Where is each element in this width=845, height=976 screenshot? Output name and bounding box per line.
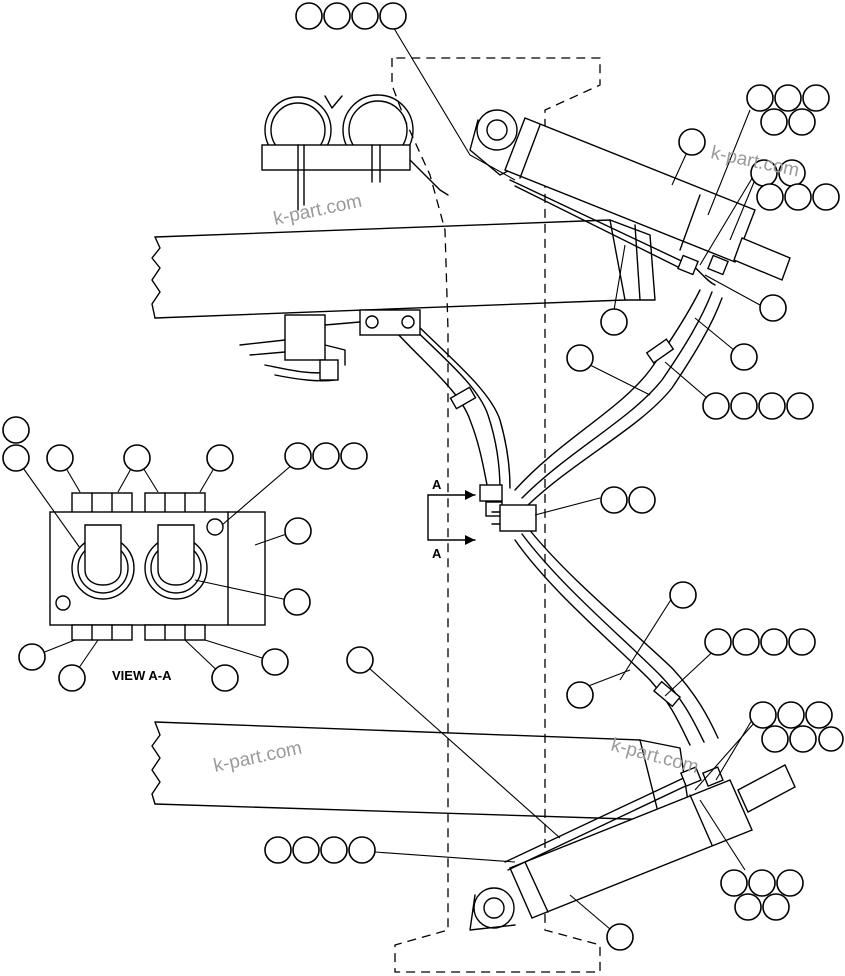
- watermark-3: k-part.com: [212, 738, 304, 777]
- view-label: VIEW A-A: [112, 668, 172, 683]
- hoses-upper-right: [514, 289, 723, 506]
- upper-beam: [151, 219, 656, 319]
- lower-cylinder: [469, 764, 796, 931]
- frame-outline: [391, 57, 601, 973]
- callout-bubbles: [2, 2, 844, 951]
- tee-block: [491, 504, 537, 532]
- upper-cylinder: [469, 109, 791, 286]
- valve-assembly: [239, 309, 421, 382]
- section-marker-top: A: [432, 477, 442, 492]
- watermark-1: k-part.com: [272, 191, 364, 230]
- hoses-left: [384, 314, 511, 517]
- watermark-4: k-part.com: [609, 735, 701, 779]
- hose-clamp-bracket: [261, 94, 449, 211]
- section-arrows: A A: [427, 477, 476, 561]
- view-a-a-detail: VIEW A-A: [49, 492, 266, 683]
- section-marker-bottom: A: [432, 546, 442, 561]
